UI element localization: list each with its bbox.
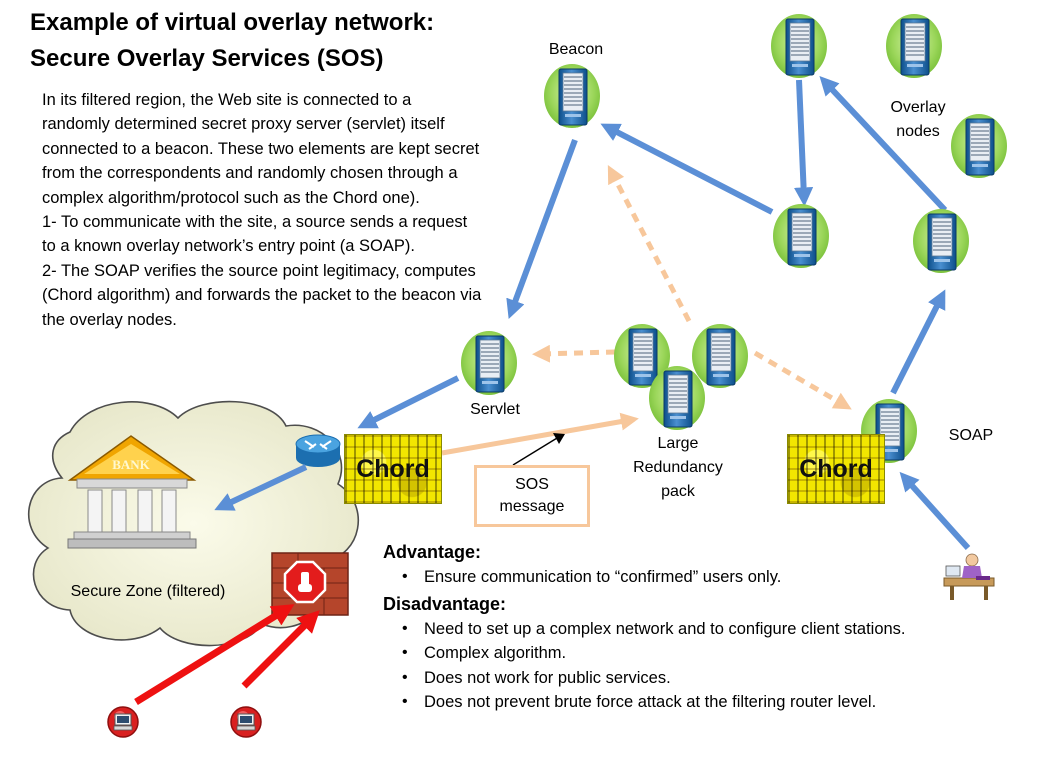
redundancy-path [441,165,852,456]
secure-zone-label: Secure Zone (filtered) [70,583,226,600]
chord-label: Chord [356,454,430,483]
bank-icon: BANK [67,435,197,549]
intro-step-2: 2- The SOAP verifies the source point le… [42,261,482,329]
title-line-2: Secure Overlay Services (SOS) [30,45,384,72]
list-item: Ensure communication to “confirmed” user… [383,565,1023,590]
intro-text: In its filtered region, the Web site is … [42,88,482,332]
overlay-label-2: nodes [896,123,940,140]
list-item: Does not work for public services. [383,666,1023,691]
redundancy-node-icon [648,365,706,431]
list-item: Complex algorithm. [383,641,1023,666]
beacon-server-icon [543,63,601,129]
title-line-1: Example of virtual overlay network: [30,9,435,36]
advantage-heading: Advantage: [383,542,482,562]
chord-box-right: Chord [787,434,885,504]
overlay-label-1: Overlay [890,99,946,116]
sos-callout-head [553,433,565,444]
attacker-pc-icon [107,706,139,738]
disadvantage-heading: Disadvantage: [383,593,507,614]
firewall-icon [271,552,349,616]
overlay-node-icon [770,13,828,79]
overlay-path [214,75,971,551]
list-item: Need to set up a complex network and to … [383,617,1023,642]
pack-label: pack [661,483,695,500]
chord-box-left: Chord [344,434,442,504]
advantage-list: Ensure communication to “confirmed” user… [383,565,1023,590]
redundancy-node-icon [691,323,749,389]
sos-callout-line [512,434,563,466]
intro-paragraph: In its filtered region, the Web site is … [42,91,480,207]
sos-message-box: SOS message [474,465,590,527]
soap-label: SOAP [948,427,994,444]
chord-label: Chord [799,454,873,483]
overlay-node-icon [912,208,970,274]
intro-step-1: 1- To communicate with the site, a sourc… [42,213,468,256]
list-item: Does not prevent brute force attack at t… [383,690,1023,715]
sos-label: SOS [515,476,549,493]
message-label: message [499,498,565,515]
disadvantage-list: Need to set up a complex network and to … [383,617,1023,715]
beacon-label: Beacon [548,41,604,58]
large-label: Large [657,435,699,452]
pros-cons: Advantage: Ensure communication to “conf… [383,540,1023,717]
router-icon [295,434,341,467]
redundancy-label: Redundancy [633,459,723,476]
overlay-node-icon [885,13,943,79]
servlet-label: Servlet [470,401,520,418]
attacker-pc-icon [230,706,262,738]
servlet-server-icon [460,330,518,396]
attack-path [134,604,320,705]
bank-label: BANK [112,457,150,472]
overlay-node-icon [772,203,830,269]
